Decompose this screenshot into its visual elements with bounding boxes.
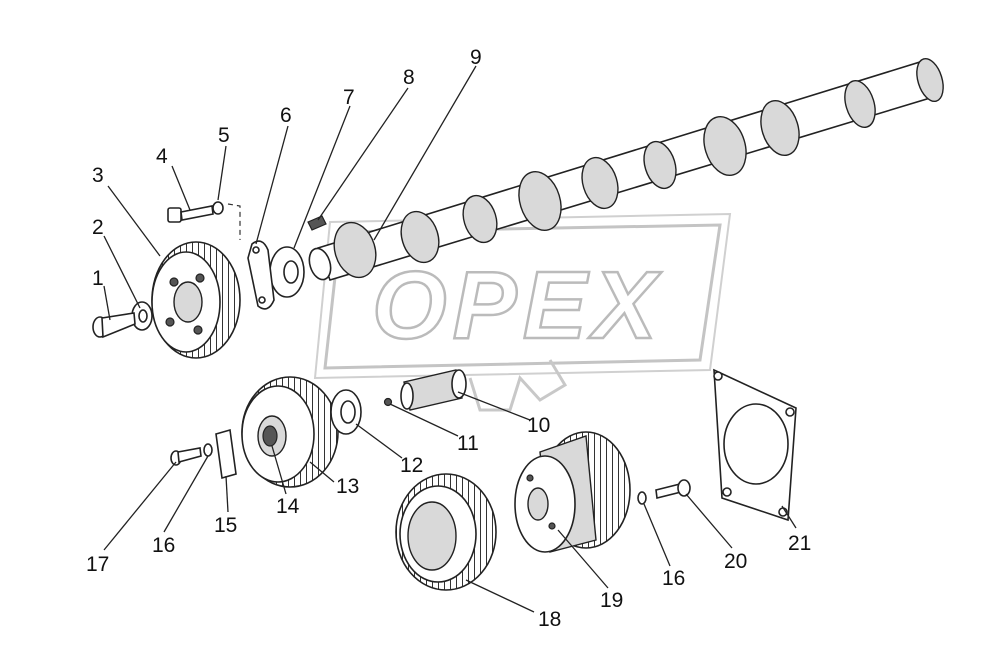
callout-18: 18 [538, 608, 561, 631]
callout-19: 19 [600, 589, 623, 612]
bolt-part-4 [167, 205, 214, 223]
washer-part-2 [131, 301, 153, 331]
hub-gear-part-19 [514, 431, 631, 553]
alignment-dashed-line [227, 203, 241, 240]
callout-21: 21 [788, 532, 811, 555]
callout-13: 13 [336, 475, 359, 498]
callout-12: 12 [400, 454, 423, 477]
thrust-plate-part-6 [247, 240, 275, 310]
idler-shaft-part-10 [400, 369, 467, 411]
callout-labels: 1 2 3 4 5 6 7 8 9 10 11 12 13 14 15 16 1… [86, 46, 811, 631]
bolt-part-20 [655, 479, 691, 499]
washer-part-7 [269, 246, 305, 298]
ring-gear-part-18 [395, 473, 497, 591]
callout-6: 6 [280, 104, 292, 127]
leader-lines [103, 65, 797, 613]
callout-15: 15 [214, 514, 237, 537]
callout-9: 9 [470, 46, 482, 69]
gasket-part-21 [713, 368, 797, 522]
camshaft-gear-part-3 [151, 241, 241, 359]
washer-part-16-right [637, 491, 647, 505]
callout-5: 5 [218, 124, 230, 147]
callout-20: 20 [724, 550, 747, 573]
pin-part-11 [383, 397, 393, 407]
callout-4: 4 [156, 145, 168, 168]
callout-14: 14 [276, 495, 300, 518]
callout-11: 11 [457, 432, 479, 455]
callout-10: 10 [527, 414, 550, 437]
callout-3: 3 [92, 164, 104, 187]
watermark-logo: OPEX [313, 212, 732, 412]
key-part-8 [307, 215, 327, 231]
callout-2: 2 [92, 216, 104, 239]
watermark-text: OPEX [372, 252, 663, 359]
callout-8: 8 [403, 66, 415, 89]
bolt-part-17 [170, 447, 202, 466]
camshaft [308, 57, 944, 281]
callout-16-right: 16 [662, 567, 685, 590]
callout-17: 17 [86, 553, 109, 576]
callout-16-left: 16 [152, 534, 175, 557]
lock-washer-part-5 [212, 201, 224, 215]
washer-part-12 [330, 389, 362, 435]
callout-7: 7 [343, 86, 355, 109]
idler-gear-part-13 [241, 376, 339, 488]
callout-1: 1 [92, 267, 104, 290]
washer-part-16-left [203, 443, 213, 457]
lock-plate-part-15 [215, 428, 237, 480]
bolt-part-1 [92, 312, 136, 339]
